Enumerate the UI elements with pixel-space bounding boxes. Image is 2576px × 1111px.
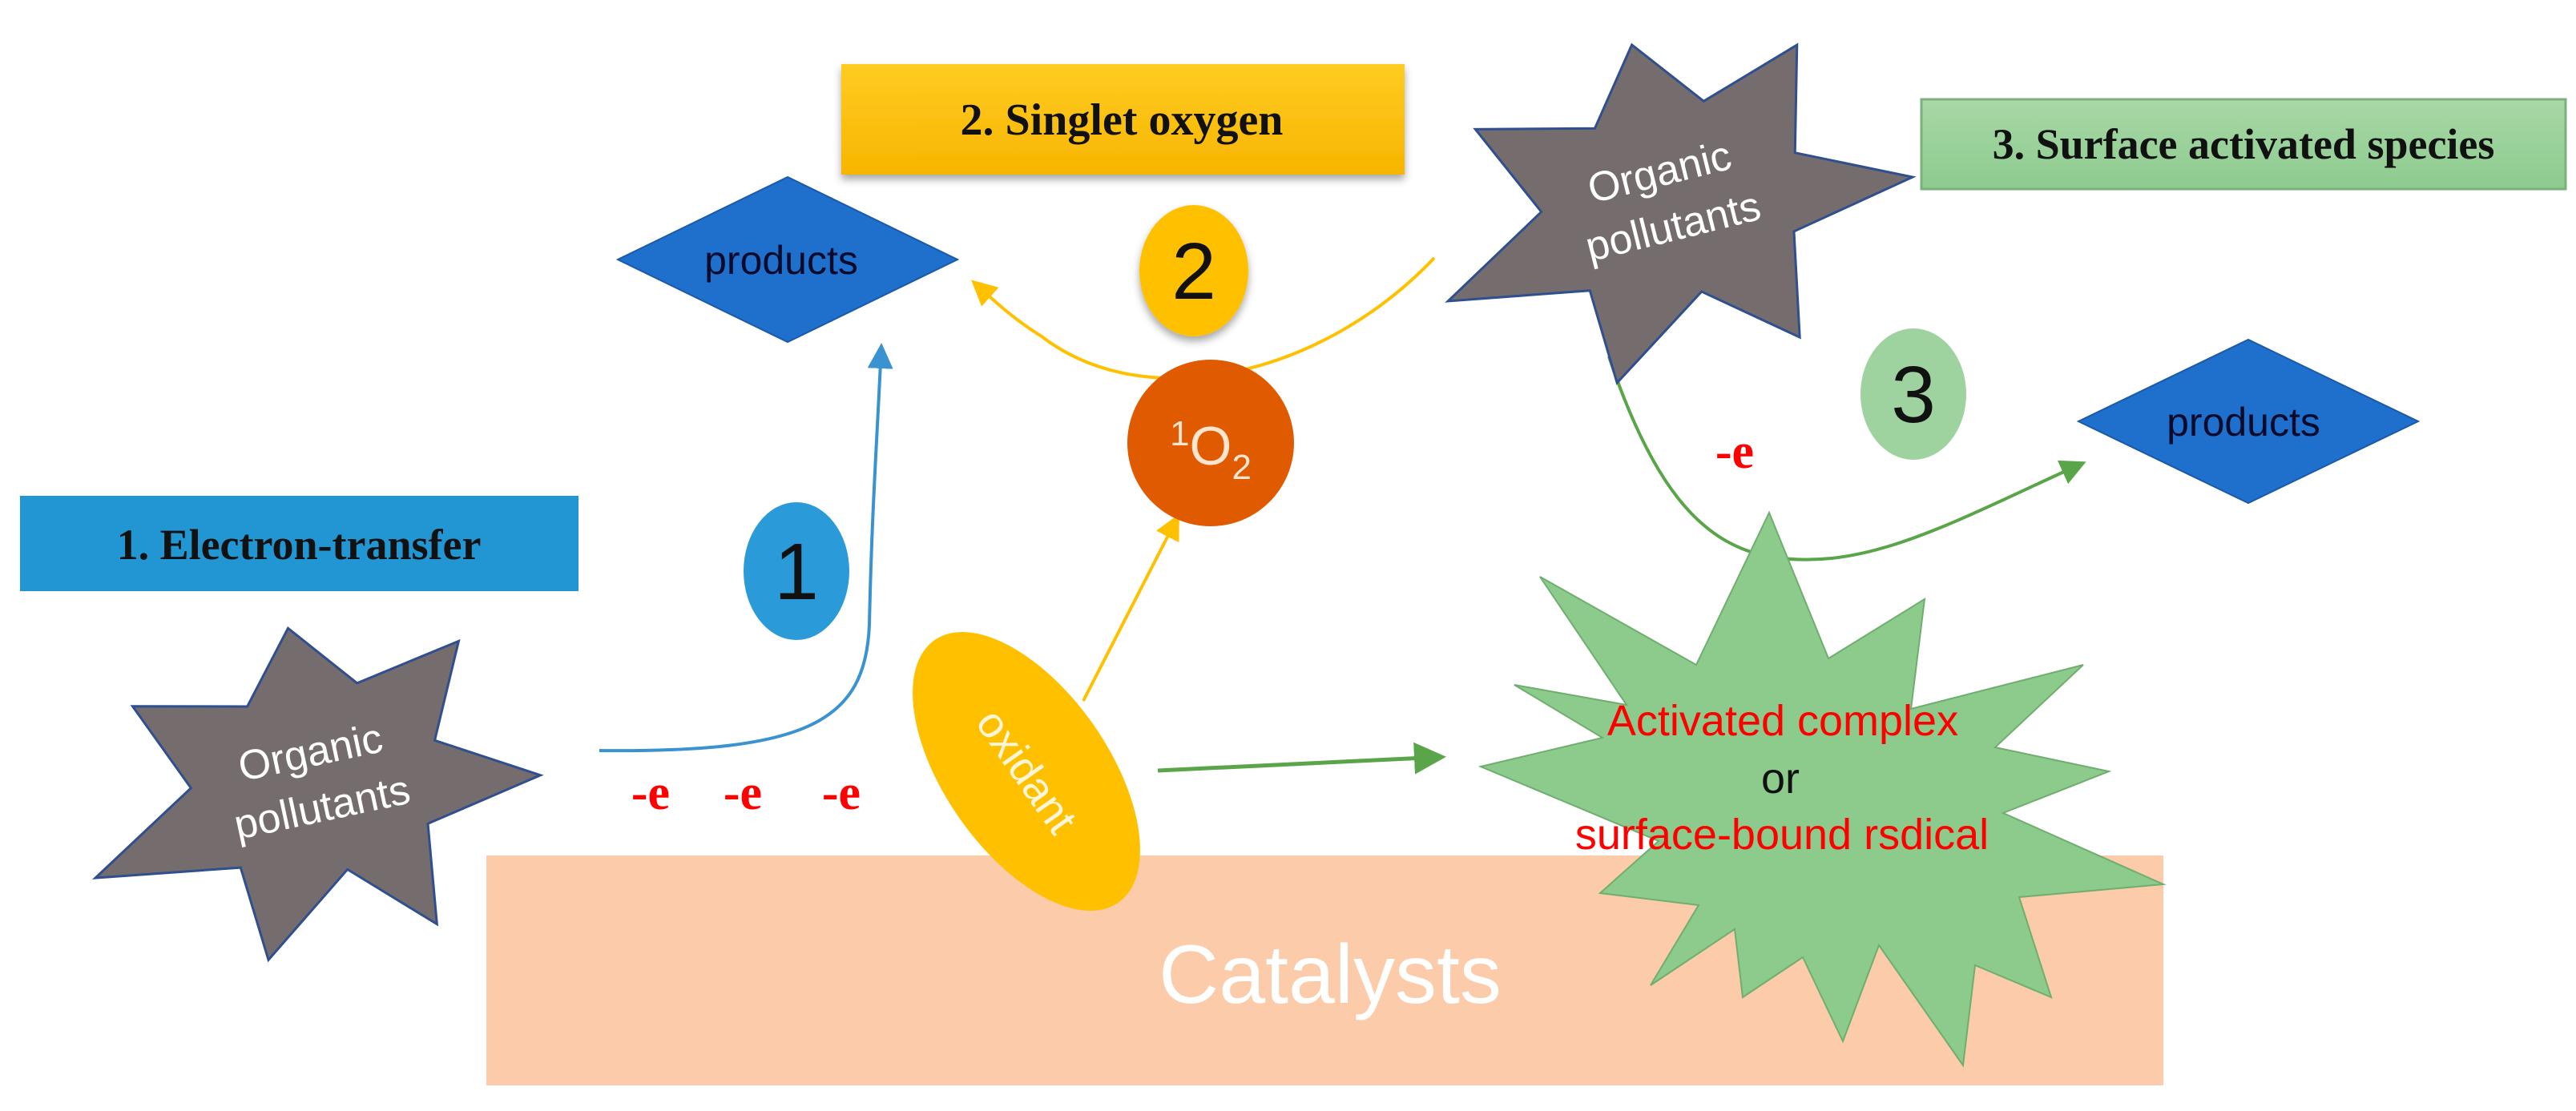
pollutant-left-star <box>91 626 544 963</box>
organic-pollutants-top: Organic pollutants <box>1445 42 1917 385</box>
products-left-label: products <box>704 238 858 283</box>
singlet-oxygen-formula: 1O2 <box>1170 414 1252 487</box>
surface-activated-label: 3. Surface activated species <box>1993 120 2495 168</box>
electron-transfer-arrow <box>599 343 893 753</box>
organic-pollutants-left: Organic pollutants <box>91 626 544 963</box>
electron-transfer-label: 1. Electron-transfer <box>117 521 482 569</box>
singlet-oxygen-label: 2. Singlet oxygen <box>961 95 1284 145</box>
surface-activated-curve-arrow <box>1607 356 2086 562</box>
electron-transfer-box <box>20 496 578 591</box>
singlet-oxygen-sup: 1 <box>1170 414 1189 453</box>
electron-label-3: -e <box>822 766 861 820</box>
singlet-oxygen-base: O <box>1190 416 1232 477</box>
activated-complex-burst: Activated complex or surface-bound rsdic… <box>1477 510 2167 1068</box>
surface-activated-box <box>1920 98 2567 191</box>
pollutant-top-star <box>1445 42 1917 385</box>
step-marker-2: 2 <box>1139 205 1248 336</box>
oxidant-species: oxidant <box>913 632 1140 911</box>
activated-line1: Activated complex <box>1607 697 1958 745</box>
electron-label-4: -e <box>1715 425 1754 479</box>
step-marker-1-circle <box>744 502 849 640</box>
activated-burst-shape <box>1477 510 2167 1068</box>
step-marker-3: 3 <box>1860 328 1966 460</box>
singlet-oxygen-circle <box>1127 360 1294 526</box>
step-marker-3-circle <box>1860 328 1966 460</box>
activated-line3: surface-bound rsdical <box>1575 811 1989 859</box>
products-right-label: products <box>2167 400 2320 445</box>
step-marker-2-circle <box>1139 205 1248 336</box>
products-left: products <box>615 175 960 344</box>
oxidant-ellipse <box>913 632 1140 911</box>
singlet-oxygen-box <box>841 64 1405 175</box>
catalysts-label: Catalysts <box>1159 928 1502 1021</box>
activated-line2: or <box>1761 755 1800 803</box>
electron-label-1: -e <box>631 766 670 820</box>
products-right: products <box>2076 338 2421 505</box>
pathway-label-surface-activated: 3. Surface activated species <box>1920 98 2567 191</box>
oxidant-to-activated-complex-arrow <box>1157 742 1446 775</box>
oxidant-to-singlet-oxygen-arrow <box>1082 513 1179 702</box>
products-left-diamond <box>615 175 960 344</box>
products-right-diamond <box>2076 338 2421 505</box>
singlet-oxygen-sub: 2 <box>1232 448 1251 487</box>
step-marker-3-label: 3 <box>1891 350 1936 440</box>
singlet-oxygen-curve-arrow <box>971 256 1436 380</box>
step-marker-2-label: 2 <box>1171 227 1216 316</box>
step-marker-1-label: 1 <box>774 527 819 617</box>
step-marker-1: 1 <box>744 502 849 640</box>
electron-label-2: -e <box>724 766 762 820</box>
pathway-label-electron-transfer: 1. Electron-transfer <box>20 496 578 591</box>
singlet-oxygen-species: 1O2 <box>1127 360 1294 526</box>
pathway-label-singlet-oxygen: 2. Singlet oxygen <box>841 64 1405 175</box>
